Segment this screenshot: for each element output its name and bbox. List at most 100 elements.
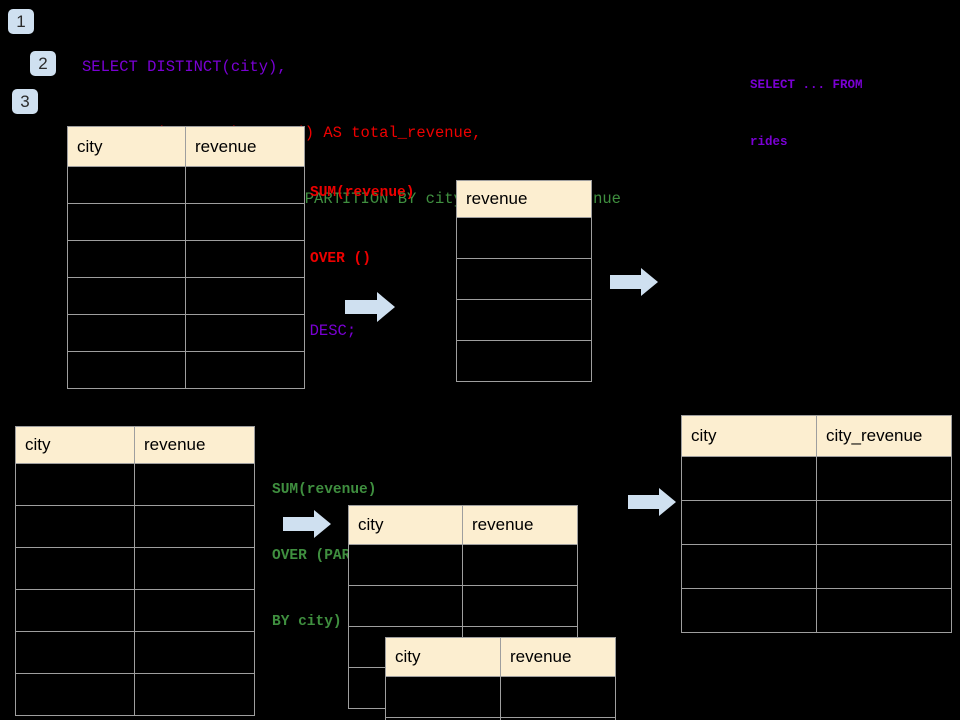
column-header-revenue: revenue — [134, 426, 255, 464]
cell-revenue — [134, 631, 255, 674]
table-header-row: city revenue — [348, 505, 578, 545]
cell-revenue — [462, 544, 578, 586]
annotation-over-empty-line-1: SUM(revenue) — [310, 185, 415, 201]
cell-city — [348, 544, 463, 586]
cell-city — [15, 673, 135, 716]
table-row — [67, 351, 305, 389]
cell-revenue — [456, 258, 592, 300]
table-row — [67, 240, 305, 278]
cell-city-revenue — [816, 500, 952, 545]
sql-line-1: SELECT DISTINCT(city), — [82, 58, 287, 76]
column-header-city-revenue: city_revenue — [816, 415, 952, 457]
partition-group-b-body — [385, 676, 616, 720]
rides-source-table-partitioned: city revenue — [15, 426, 255, 716]
column-header-revenue: revenue — [500, 637, 616, 677]
table-row — [348, 585, 578, 627]
step-badge-2: 2 — [30, 51, 56, 76]
cell-city — [15, 589, 135, 632]
table-row — [456, 340, 592, 382]
arrow-source-to-partition — [283, 510, 331, 538]
city-revenue-result-table: city city_revenue — [681, 415, 952, 633]
cell-city — [15, 547, 135, 590]
table-row — [681, 544, 952, 589]
cell-city — [67, 240, 186, 278]
cell-revenue — [462, 585, 578, 627]
cell-revenue — [185, 166, 305, 204]
cell-city — [67, 166, 186, 204]
table-header-row: city revenue — [67, 126, 305, 167]
table-row — [681, 588, 952, 633]
cell-revenue — [134, 673, 255, 716]
partition-group-table-b: city revenue — [385, 637, 616, 720]
rides-source-table-body — [67, 166, 305, 389]
column-header-city: city — [681, 415, 817, 457]
table-header-row: city revenue — [385, 637, 616, 677]
table-row — [67, 203, 305, 241]
cell-revenue — [134, 547, 255, 590]
arrow-total-to-result — [610, 268, 658, 296]
column-header-revenue: revenue — [456, 180, 592, 218]
cell-revenue — [456, 299, 592, 341]
cell-revenue — [134, 505, 255, 548]
table-row — [67, 277, 305, 315]
table-header-row: city revenue — [15, 426, 255, 464]
total-revenue-table: revenue — [456, 180, 592, 382]
side-note-line-2: rides — [750, 135, 788, 149]
arrow-source-to-total — [345, 292, 395, 322]
table-row — [681, 500, 952, 545]
cell-city — [15, 463, 135, 506]
table-row — [15, 463, 255, 506]
cell-revenue — [500, 717, 616, 720]
cell-revenue — [134, 589, 255, 632]
table-row — [15, 547, 255, 590]
cell-city-revenue — [816, 456, 952, 501]
annotation-sum-over-empty: SUM(revenue) OVER () — [310, 138, 414, 314]
side-note-line-1: SELECT ... FROM — [750, 78, 863, 92]
table-row — [15, 505, 255, 548]
cell-city — [67, 203, 186, 241]
column-header-revenue: revenue — [185, 126, 305, 167]
cell-city — [67, 277, 186, 315]
annotation-over-partition-line-3: BY city) — [272, 614, 342, 630]
cell-city — [15, 631, 135, 674]
table-row — [681, 456, 952, 501]
select-from-rides-note: SELECT ... FROM rides — [750, 38, 863, 190]
table-header-row: revenue — [456, 180, 592, 218]
column-header-revenue: revenue — [462, 505, 578, 545]
cell-city-revenue — [816, 588, 952, 633]
rides-source-partitioned-body — [15, 463, 255, 716]
annotation-over-partition-line-1: SUM(revenue) — [272, 482, 377, 498]
cell-city — [67, 351, 186, 389]
table-row — [15, 673, 255, 716]
cell-city — [681, 500, 817, 545]
table-row — [15, 589, 255, 632]
cell-city — [681, 456, 817, 501]
cell-revenue — [185, 351, 305, 389]
table-header-row: city city_revenue — [681, 415, 952, 457]
cell-city — [348, 585, 463, 627]
total-revenue-table-body — [456, 217, 592, 382]
table-row — [67, 166, 305, 204]
table-row — [15, 631, 255, 674]
cell-city — [67, 314, 186, 352]
cell-revenue — [456, 340, 592, 382]
arrow-partition-to-result — [628, 488, 676, 516]
cell-revenue — [185, 240, 305, 278]
cell-revenue — [185, 203, 305, 241]
cell-city — [15, 505, 135, 548]
column-header-city: city — [348, 505, 463, 545]
rides-source-table: city revenue — [67, 126, 305, 389]
column-header-city: city — [385, 637, 501, 677]
table-row — [456, 299, 592, 341]
table-row — [456, 217, 592, 259]
annotation-over-empty-line-2: OVER () — [310, 251, 371, 267]
table-row — [348, 544, 578, 586]
cell-revenue — [456, 217, 592, 259]
column-header-city: city — [15, 426, 135, 464]
cell-city-revenue — [816, 544, 952, 589]
cell-city — [681, 588, 817, 633]
cell-city — [681, 544, 817, 589]
cell-revenue — [134, 463, 255, 506]
step-badge-1: 1 — [8, 9, 34, 34]
